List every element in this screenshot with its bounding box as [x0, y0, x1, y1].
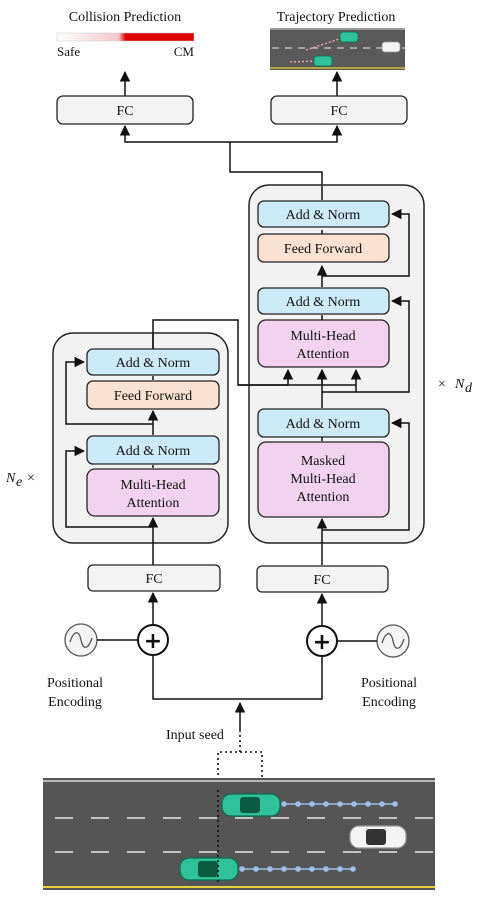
- decoder-masked-label-1: Masked: [301, 454, 345, 469]
- road-scene: [43, 778, 435, 890]
- decoder-multi-head-attention: Multi-Head Attention: [257, 319, 390, 368]
- decoder-repeat-label: × N d: [438, 377, 473, 396]
- car-white-icon: [381, 41, 401, 53]
- trajectory-fc-label: FC: [330, 104, 347, 119]
- decoder-times-sign: ×: [438, 377, 446, 392]
- encoder-add-circle: +: [137, 624, 169, 656]
- car-green-icon: [339, 31, 359, 43]
- encoder-input-fc-label: FC: [145, 572, 162, 587]
- collision-risk-colorbar: [56, 32, 195, 42]
- collision-prediction-title: Collision Prediction: [69, 10, 181, 25]
- encoder-mha-label-1: Multi-Head: [120, 478, 185, 493]
- trajectory-prediction-output: Trajectory Prediction: [270, 10, 405, 70]
- decoder-pe-label-2: Encoding: [362, 695, 416, 710]
- encoder-feed-forward-label: Feed Forward: [114, 389, 192, 404]
- collision-prediction-output: Collision Prediction Safe CM: [56, 10, 195, 59]
- decoder-plus-sign: +: [313, 630, 331, 655]
- decoder-masked-multi-head-attention: Masked Multi-Head Attention: [257, 441, 390, 518]
- decoder-feed-forward-label: Feed Forward: [284, 242, 362, 257]
- decoder-add-norm-1: Add & Norm: [257, 408, 390, 438]
- decoder-positional-encoding-icon: [376, 624, 410, 658]
- encoder-input-fc-box: FC: [87, 564, 221, 592]
- encoder-add-norm-2-label: Add & Norm: [116, 356, 191, 371]
- safe-label: Safe: [57, 44, 80, 59]
- decoder-add-norm-1-label: Add & Norm: [286, 417, 361, 432]
- cm-label: CM: [174, 44, 195, 59]
- trajectory-prediction-title: Trajectory Prediction: [277, 10, 396, 25]
- input-seed-label: Input seed: [166, 728, 224, 743]
- encoder-mha-label-2: Attention: [127, 496, 180, 511]
- decoder-add-norm-3-label: Add & Norm: [286, 208, 361, 223]
- encoder-multi-head-attention: Multi-Head Attention: [86, 468, 220, 517]
- collision-fc-label: FC: [116, 104, 133, 119]
- decoder-add-circle: +: [306, 625, 338, 657]
- encoder-feed-forward: Feed Forward: [86, 380, 220, 410]
- trajectory-fc-box: FC: [270, 95, 408, 125]
- trajectory-road-thumbnail: [270, 28, 405, 70]
- decoder-repeat-n: N: [454, 377, 465, 392]
- encoder-positional-encoding-icon: [64, 623, 98, 657]
- decoder-pe-label-1: Positional: [361, 676, 417, 691]
- encoder-pe-label-2: Encoding: [48, 695, 102, 710]
- encoder-plus-sign: +: [144, 629, 162, 654]
- decoder-add-norm-2-label: Add & Norm: [286, 295, 361, 310]
- decoder-mha-label-1: Multi-Head: [290, 329, 355, 344]
- decoder-feed-forward: Feed Forward: [257, 233, 390, 263]
- car-green-icon: [179, 857, 239, 881]
- encoder-repeat-label: N e ×: [5, 471, 35, 490]
- decoder-masked-label-2: Multi-Head: [290, 472, 355, 487]
- collision-fc-box: FC: [56, 95, 194, 125]
- decoder-mha-label-2: Attention: [297, 347, 350, 362]
- car-green-icon: [221, 793, 281, 817]
- decoder-add-norm-3: Add & Norm: [257, 200, 390, 228]
- decoder-input-fc-label: FC: [313, 573, 330, 588]
- encoder-add-norm-2: Add & Norm: [86, 348, 220, 376]
- car-white-icon: [349, 825, 407, 849]
- encoder-times-sign: ×: [27, 471, 35, 486]
- car-green-icon: [313, 55, 333, 67]
- encoder-repeat-n: N: [5, 471, 16, 486]
- encoder-add-norm-1-label: Add & Norm: [116, 444, 191, 459]
- decoder-masked-label-3: Attention: [297, 490, 350, 505]
- encoder-add-norm-1: Add & Norm: [86, 435, 220, 465]
- decoder-add-norm-2: Add & Norm: [257, 287, 390, 315]
- decoder-input-fc-box: FC: [256, 565, 389, 593]
- decoder-repeat-sub: d: [465, 381, 473, 396]
- encoder-pe-label-1: Positional: [47, 676, 103, 691]
- encoder-repeat-sub: e: [16, 475, 22, 490]
